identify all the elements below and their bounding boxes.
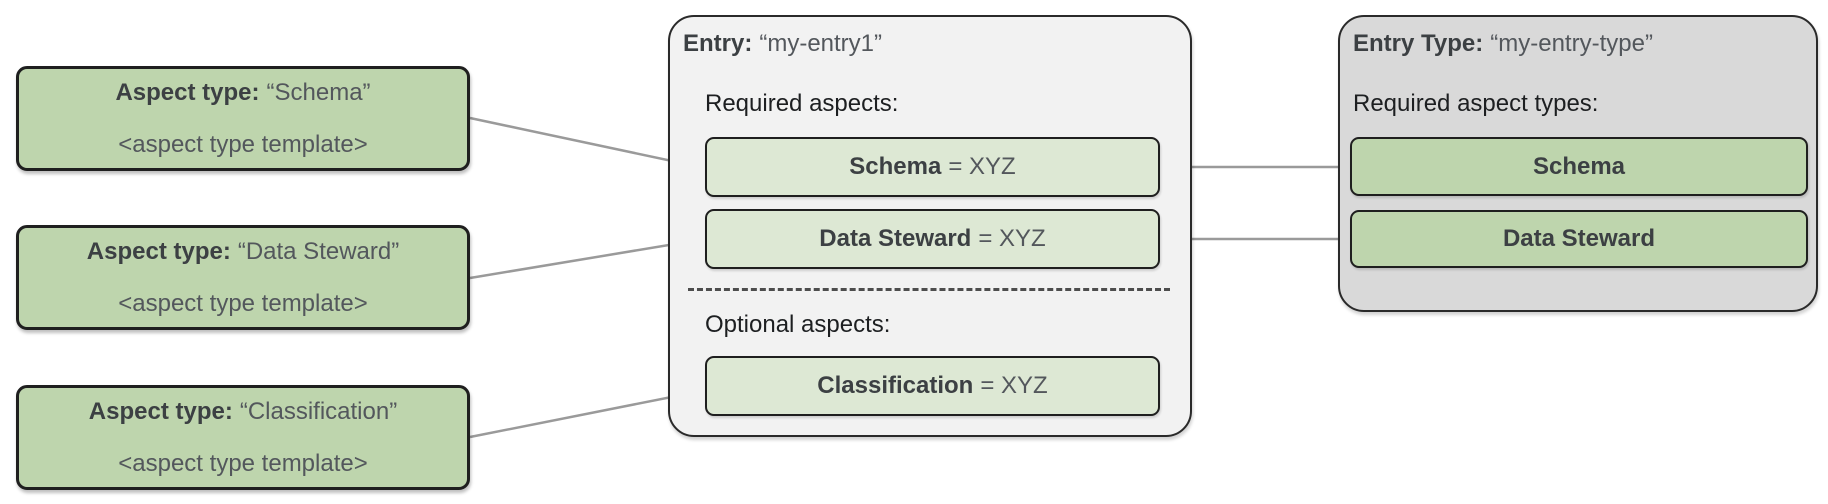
required-aspect-row-data-steward: Data Steward= XYZ — [705, 209, 1160, 269]
aspect-type-template: <aspect type template> — [118, 130, 368, 158]
entry-type-name: “my-entry-type” — [1490, 30, 1653, 57]
aspect-type-name: “Classification” — [239, 397, 398, 425]
aspect-type-row-name: Data Steward — [1502, 225, 1656, 252]
aspect-type-row-data-steward: Data Steward — [1350, 210, 1808, 268]
entry-type-label: Entry Type: — [1353, 30, 1484, 57]
connector-aspect-classification — [469, 388, 708, 439]
aspect-type-label: Aspect type: — [88, 397, 233, 425]
entry-type-title: Entry Type:“my-entry-type” — [1353, 29, 1653, 59]
aspect-type-template: <aspect type template> — [118, 449, 368, 477]
aspect-value: = XYZ — [948, 153, 1016, 180]
connector-aspect-schema — [469, 116, 706, 170]
aspect-name: Classification — [817, 372, 974, 399]
required-aspect-types-heading: Required aspect types: — [1353, 90, 1599, 117]
aspect-type-title: Aspect type:“Classification” — [89, 398, 397, 426]
optional-aspects-heading: Optional aspects: — [705, 311, 891, 338]
entry-label: Entry: — [683, 30, 753, 57]
connector-aspect-data-steward — [469, 237, 706, 280]
aspect-value: = XYZ — [978, 225, 1046, 252]
aspect-name: Data Steward — [819, 225, 972, 252]
entry-name: “my-entry1” — [759, 30, 883, 57]
aspect-type-label: Aspect type: — [86, 237, 231, 265]
aspect-type-row-name: Schema — [1532, 152, 1626, 180]
aspect-name: Schema — [849, 153, 942, 180]
aspect-type-box-data-steward: Aspect type:“Data Steward” <aspect type … — [16, 225, 470, 330]
aspect-type-row-schema: Schema — [1350, 137, 1808, 196]
aspect-type-name: “Schema” — [266, 78, 371, 106]
required-aspect-row-schema: Schema= XYZ — [705, 137, 1160, 197]
aspect-value: = XYZ — [980, 372, 1048, 399]
aspect-type-label: Aspect type: — [115, 78, 260, 106]
aspect-type-title: Aspect type:“Data Steward” — [87, 238, 399, 266]
aspect-type-template: <aspect type template> — [118, 289, 368, 317]
aspect-type-box-classification: Aspect type:“Classification” <aspect typ… — [16, 385, 470, 490]
aspect-type-box-schema: Aspect type:“Schema” <aspect type templa… — [16, 66, 470, 171]
optional-aspect-row-classification: Classification= XYZ — [705, 356, 1160, 416]
entry-title: Entry:“my-entry1” — [683, 29, 882, 59]
required-optional-divider — [688, 288, 1170, 291]
aspect-type-title: Aspect type:“Schema” — [115, 79, 370, 107]
aspect-type-name: “Data Steward” — [237, 237, 400, 265]
required-aspects-heading: Required aspects: — [705, 90, 899, 117]
